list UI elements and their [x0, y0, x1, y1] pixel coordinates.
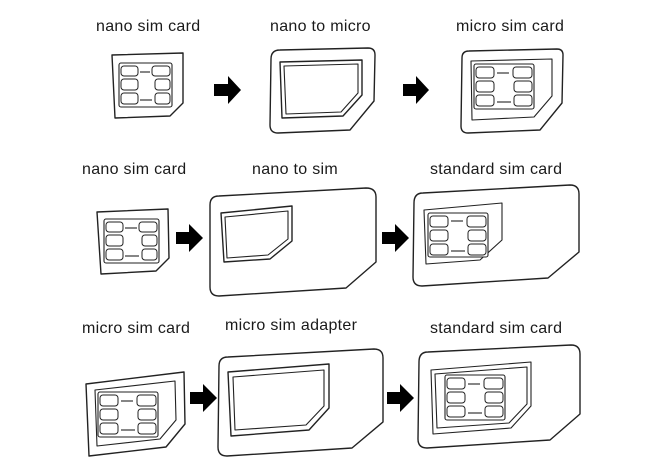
- row2-standard-sim-icon: [412, 184, 580, 287]
- row2-nano-to-sim-adapter-icon: [209, 187, 377, 297]
- row1-adapter-label: nano to micro: [270, 18, 371, 35]
- row2-result-label: standard sim card: [430, 161, 563, 178]
- row3-adapter-label: micro sim adapter: [225, 317, 358, 334]
- row1-source-label: nano sim card: [96, 18, 201, 35]
- row3-standard-chip-icon: [444, 374, 506, 421]
- row1-nano-sim-icon: [111, 52, 184, 119]
- row3-micro-sim-adapter-icon: [217, 348, 384, 457]
- row3-micro-sim-icon: [85, 371, 186, 457]
- row3-micro-chip-icon: [97, 391, 159, 438]
- row2-arrow-1-icon: [176, 224, 203, 252]
- row1-nano-to-micro-adapter-icon: [269, 47, 376, 134]
- row2-source-label: nano sim card: [82, 161, 187, 178]
- row2-standard-chip-icon: [427, 212, 489, 258]
- row3-arrow-1-icon: [190, 384, 217, 412]
- row3-standard-sim-icon: [417, 344, 581, 449]
- row3-arrow-2-icon: [387, 384, 414, 412]
- row3-result-label: standard sim card: [430, 320, 563, 337]
- row1-result-label: micro sim card: [456, 18, 565, 35]
- row1-arrow-1-icon: [214, 76, 241, 104]
- row1-nano-chip-icon: [118, 62, 173, 108]
- row2-nano-chip-icon: [103, 218, 160, 264]
- row3-source-label: micro sim card: [82, 320, 191, 337]
- row2-arrow-2-icon: [382, 224, 409, 252]
- row1-micro-sim-icon: [460, 48, 564, 134]
- row2-adapter-label: nano to sim: [252, 161, 339, 178]
- row1-micro-chip-icon: [473, 63, 535, 110]
- row2-nano-sim-icon: [96, 208, 170, 275]
- row1-arrow-2-icon: [403, 76, 429, 104]
